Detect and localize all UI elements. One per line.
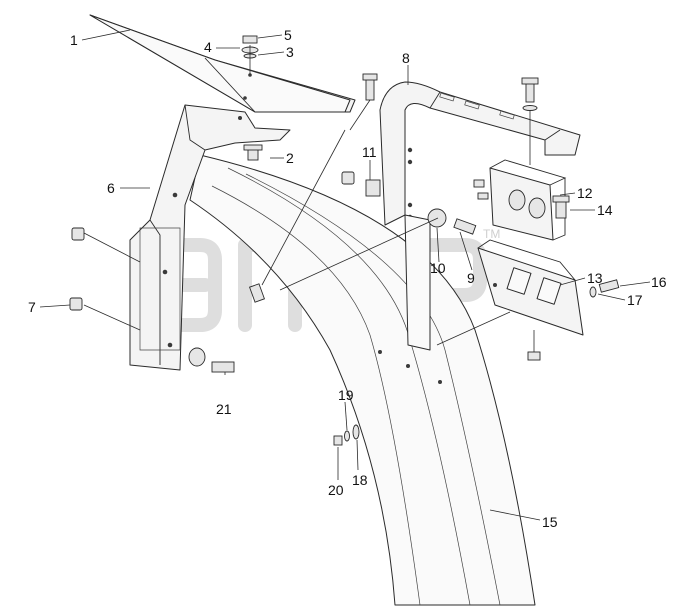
callout-16: 16 bbox=[651, 274, 667, 290]
washer-17 bbox=[589, 286, 597, 298]
watermark-trademark: TM bbox=[483, 227, 500, 241]
part-6-bracket bbox=[129, 104, 291, 371]
hardware bbox=[69, 35, 620, 446]
callout-3: 3 bbox=[286, 44, 294, 60]
callout-9: 9 bbox=[467, 270, 475, 286]
callout-1: 1 bbox=[70, 32, 78, 48]
leader-lines bbox=[39, 29, 651, 521]
washer-19 bbox=[344, 430, 350, 442]
bolt-14 bbox=[555, 199, 567, 219]
bolt-top-center bbox=[365, 77, 375, 101]
nut-7 bbox=[69, 297, 83, 311]
bolt-right-top-head bbox=[521, 77, 539, 85]
callout-7: 7 bbox=[28, 299, 36, 315]
spacer-11 bbox=[365, 179, 381, 197]
bolt-9 bbox=[453, 218, 477, 235]
washer-right-top bbox=[522, 105, 538, 111]
nut-upper-left bbox=[71, 227, 85, 241]
bolt-16 bbox=[598, 279, 620, 293]
nut-13 bbox=[527, 351, 541, 361]
part-12-plate bbox=[489, 159, 567, 241]
washer-18 bbox=[352, 424, 360, 440]
washer-21 bbox=[188, 347, 206, 367]
callout-19: 19 bbox=[338, 387, 354, 403]
callout-6: 6 bbox=[107, 180, 115, 196]
callout-8: 8 bbox=[402, 50, 410, 66]
bolt-14-head bbox=[552, 195, 570, 203]
callout-2: 2 bbox=[286, 150, 294, 166]
callout-10: 10 bbox=[430, 260, 446, 276]
part-1-cover-plate bbox=[89, 14, 356, 113]
nut-20 bbox=[333, 435, 343, 446]
callout-11: 11 bbox=[362, 144, 377, 160]
bolt-top-center-head bbox=[362, 73, 378, 81]
callout-12: 12 bbox=[577, 185, 593, 201]
nut-5 bbox=[242, 35, 258, 44]
callout-15: 15 bbox=[542, 514, 558, 530]
nut-12a bbox=[473, 179, 485, 188]
callout-14: 14 bbox=[597, 202, 613, 218]
callout-17: 17 bbox=[627, 292, 643, 308]
bolt-right-top bbox=[525, 81, 535, 103]
part-8-bracket bbox=[379, 81, 581, 351]
callout-20: 20 bbox=[328, 482, 344, 498]
bolt-left-center bbox=[248, 283, 266, 303]
callout-4: 4 bbox=[204, 39, 212, 55]
washer-10 bbox=[427, 208, 447, 228]
bolt-21 bbox=[211, 361, 235, 373]
part-15-fender bbox=[189, 154, 536, 606]
callout-18: 18 bbox=[352, 472, 368, 488]
nut-11 bbox=[341, 171, 355, 185]
callout-labels: 1 2 3 4 5 6 7 8 9 10 11 12 13 14 15 16 1… bbox=[28, 27, 667, 530]
callout-13: 13 bbox=[587, 270, 603, 286]
callout-5: 5 bbox=[284, 27, 292, 43]
callout-21: 21 bbox=[216, 401, 232, 417]
part-13-plate bbox=[477, 239, 584, 336]
bolt-2-head bbox=[243, 144, 263, 151]
nut-12b bbox=[477, 192, 489, 200]
